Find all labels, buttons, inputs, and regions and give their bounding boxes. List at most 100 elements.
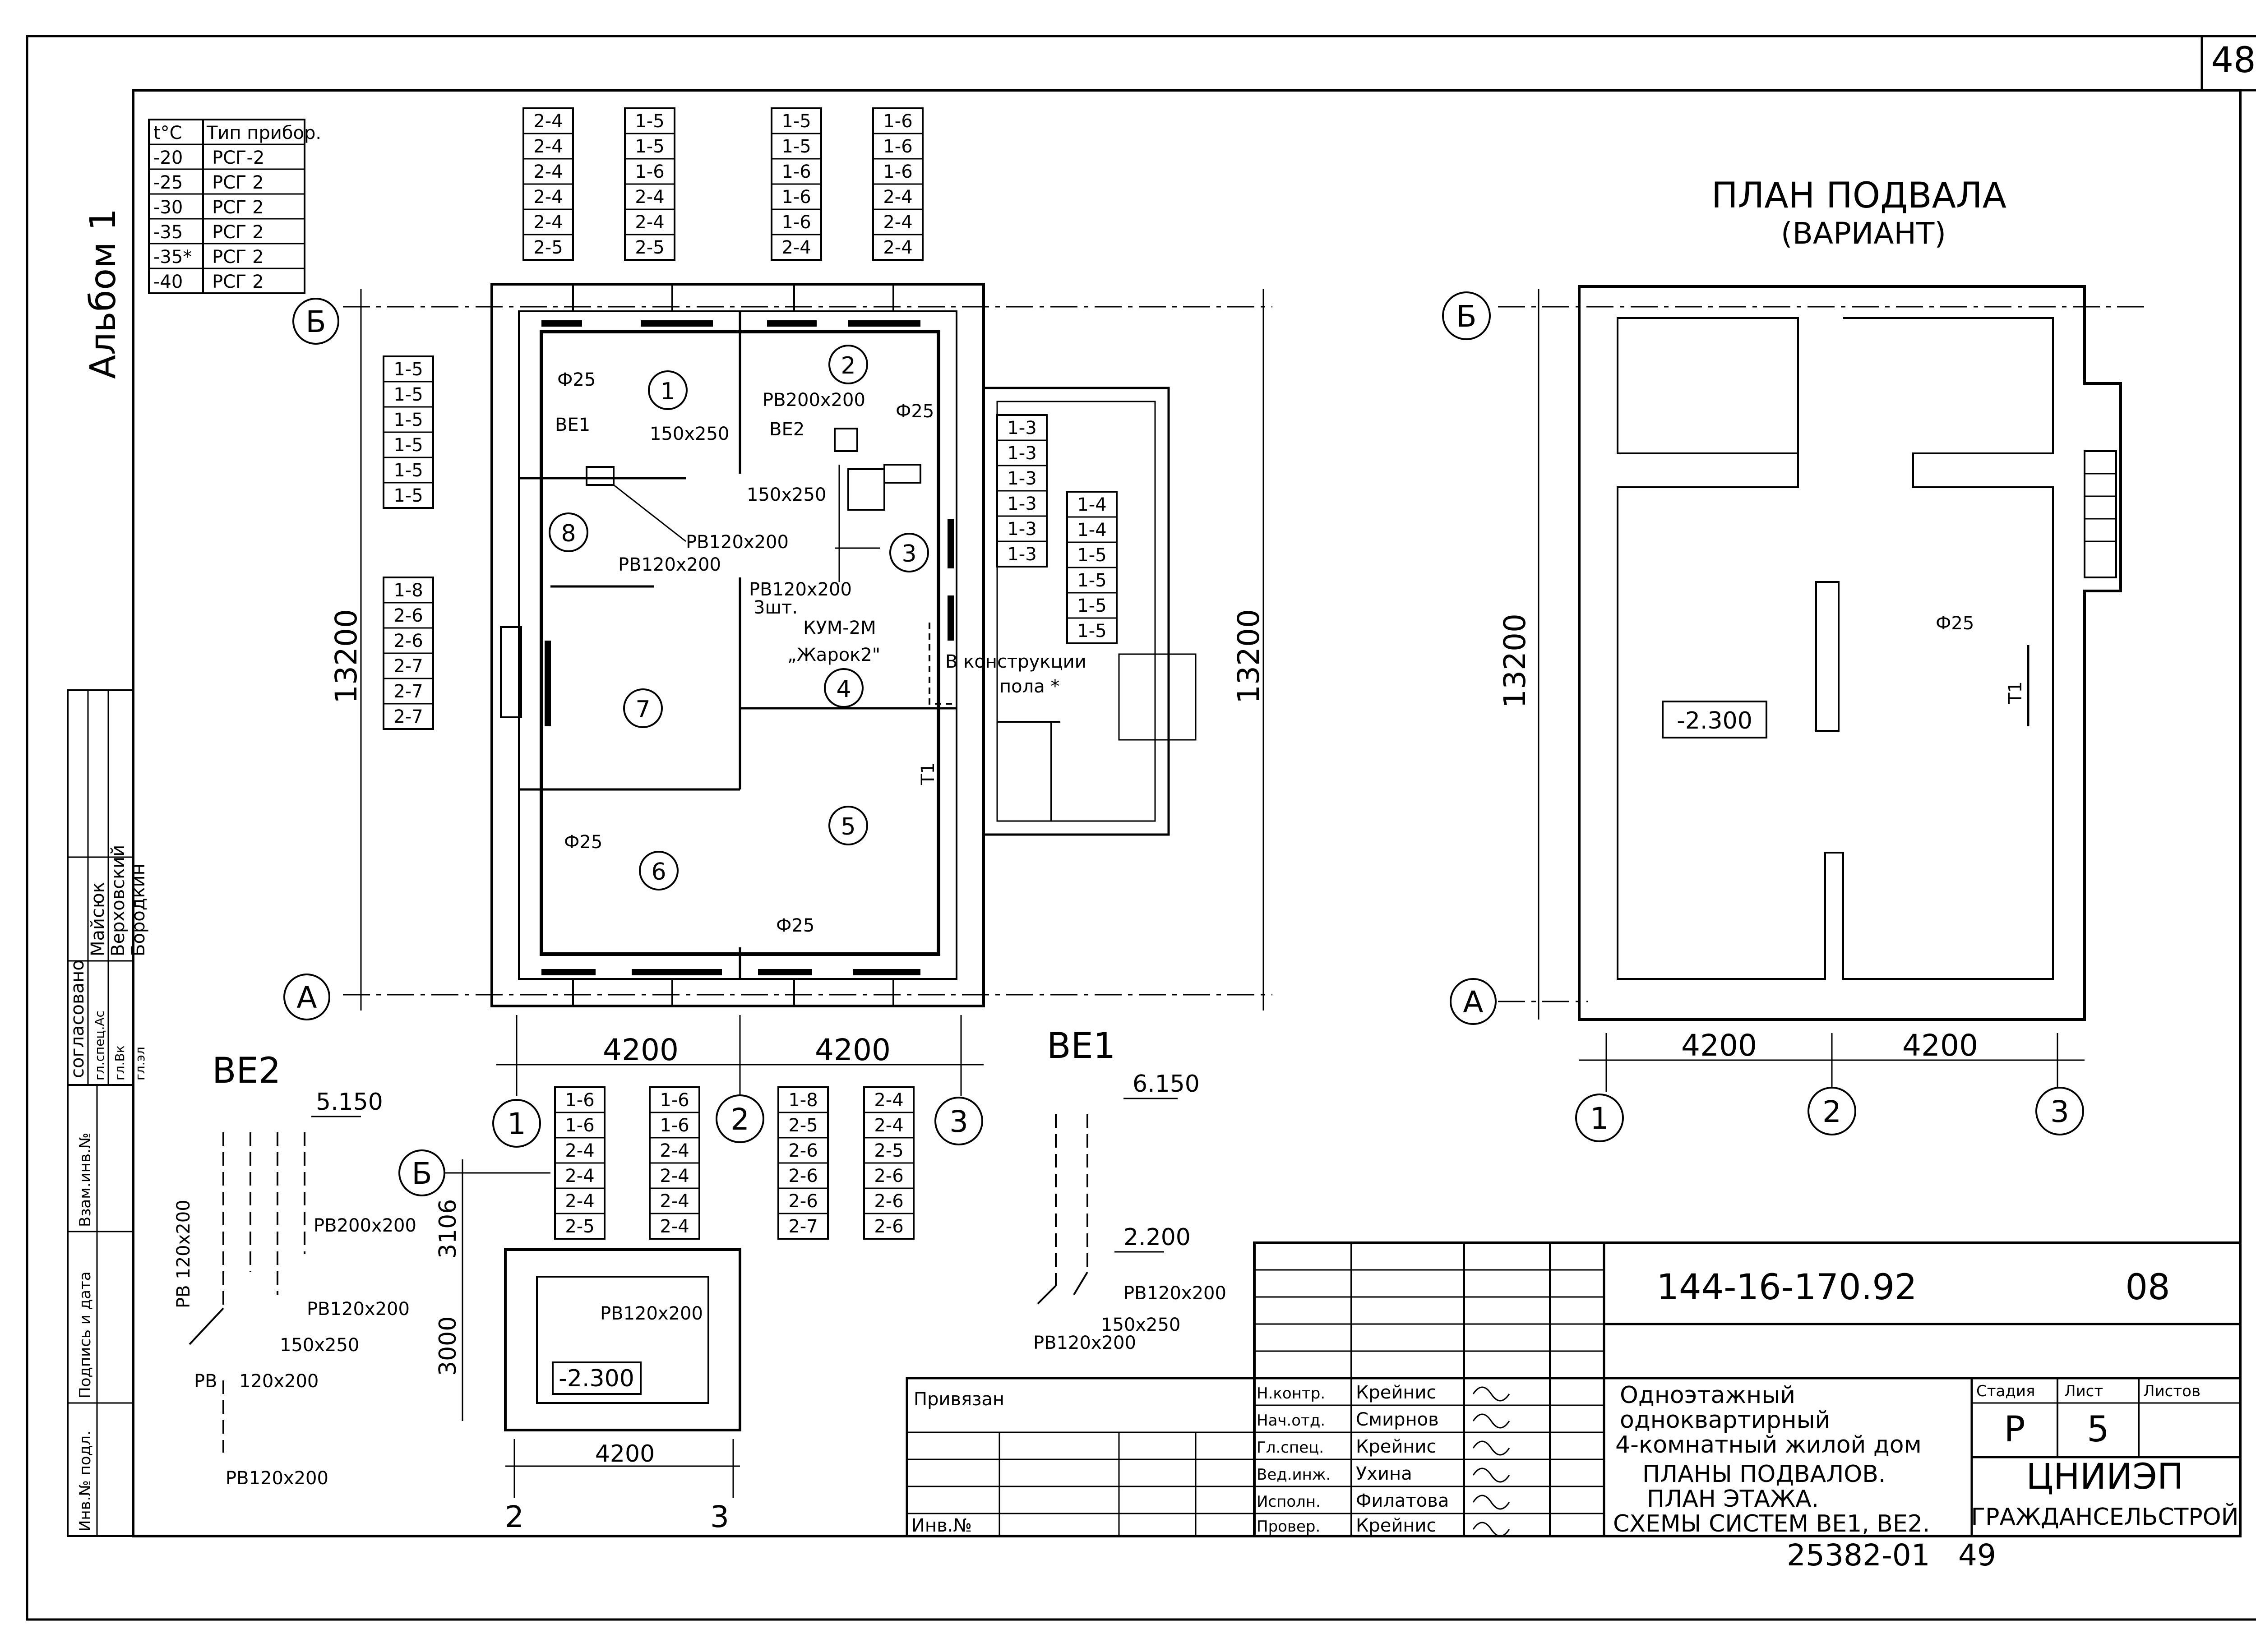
radiator-type-cell: 1-6	[883, 136, 912, 157]
radiator-type-cell: 1-5	[393, 435, 423, 456]
heating-pipe-loop	[540, 330, 940, 956]
scheme-be2-label: 150х250	[280, 1335, 359, 1356]
org-name: ГРАЖДАНСЕЛЬСТРОЙ	[1971, 1503, 2238, 1531]
radiator-type-cell: 1-6	[635, 162, 664, 182]
axis-bubble-b	[292, 298, 339, 345]
radiator-type-cell: 2-4	[883, 212, 912, 233]
basement-inner-outline	[1617, 317, 2054, 980]
radiator-type-cell: 2-4	[660, 1216, 689, 1237]
radiator-type-cell: 2-4	[565, 1166, 594, 1186]
heating-table-cell: -25	[153, 172, 183, 193]
duct	[1073, 1271, 1088, 1296]
radiator-type-cell: 1-3	[1007, 418, 1036, 438]
system-label-be1: ВЕ1	[555, 415, 590, 435]
stage-value: Р	[2004, 1409, 2025, 1450]
radiator-column: 2-42-42-42-42-42-5	[522, 107, 574, 261]
radiator-column: 1-61-62-42-42-42-5	[554, 1086, 606, 1240]
radiator-type-cell: 1-5	[635, 111, 664, 132]
radiator	[541, 969, 596, 975]
room-number-8: 8	[561, 520, 576, 547]
sheet-title: СХЕМЫ СИСТЕМ ВЕ1, ВЕ2.	[1613, 1510, 1930, 1537]
basement-riser-label: Т1	[2005, 681, 2026, 704]
album-label: Альбом 1	[83, 208, 124, 379]
room-number-4: 4	[836, 676, 851, 703]
axis-bubble-2	[716, 1094, 764, 1143]
axis-label-2: 2	[730, 1102, 749, 1137]
grille-label: 150х250	[650, 424, 729, 444]
basement-dim-height: 13200	[1498, 614, 1532, 708]
window	[572, 283, 673, 312]
grille-label: РВ120х200	[749, 579, 852, 600]
axis-label-b: Б	[305, 305, 326, 339]
scheme-be2-title: ВЕ2	[212, 1051, 281, 1091]
radiator-column: 1-51-51-51-51-51-5	[383, 355, 434, 509]
axis-label-a: А	[296, 980, 317, 1015]
radiator	[632, 969, 722, 975]
radiator-type-cell: 2-4	[533, 187, 563, 208]
room-bubble-3	[889, 533, 929, 572]
small-plan-level: -2.300	[559, 1365, 634, 1392]
floor-plan: Б А 1 2 3 4200 4200 13200 13200 1 2 3 4 …	[283, 283, 1272, 1148]
small-dim-b: 3000	[435, 1316, 462, 1376]
room-bubble-7	[623, 688, 663, 728]
radiator-type-cell: 2-4	[660, 1191, 689, 1212]
doc-suffix: 08	[2125, 1267, 2170, 1308]
radiator-column: 2-42-42-52-62-62-6	[863, 1086, 915, 1240]
radiator-type-cell: 2-4	[635, 187, 664, 208]
side-stamp-lower	[67, 1084, 134, 1537]
radiator-type-cell: 2-5	[533, 237, 563, 258]
person-name: Филатова	[1356, 1490, 1449, 1511]
dim-height-right: 13200	[1231, 609, 1266, 704]
radiator-column: 1-41-41-51-51-51-5	[1066, 491, 1118, 644]
heating-table-cell: -40	[153, 272, 183, 292]
radiator-type-cell: 1-3	[1007, 443, 1036, 464]
radiator-type-cell: 2-6	[788, 1166, 818, 1186]
radiator-type-cell: 2-6	[874, 1166, 903, 1186]
dim-span-2: 4200	[815, 1033, 891, 1067]
radiator-type-cell: 2-4	[565, 1140, 594, 1161]
radiator-type-cell: 2-4	[874, 1115, 903, 1136]
porch-steps	[1118, 653, 1197, 741]
level-box	[1662, 701, 1767, 738]
radiator-type-cell: 2-4	[874, 1090, 903, 1111]
inv-label: Инв.№	[911, 1515, 972, 1536]
person-name: Ухина	[1356, 1463, 1412, 1484]
role-label: Нач.отд.	[1257, 1412, 1325, 1430]
vent-block-be1	[586, 466, 615, 486]
note-label: пола *	[999, 676, 1059, 697]
basement-dim-span-1: 4200	[1681, 1028, 1757, 1063]
radiator-type-cell: 2-4	[533, 212, 563, 233]
role-label: Провер.	[1257, 1518, 1320, 1536]
axis-bubble-b-basement	[1442, 291, 1491, 340]
scheme-be2-label: РВ120х200	[226, 1468, 328, 1489]
equipment-label: КУМ-2М	[803, 618, 876, 638]
radiator-type-cell: 1-4	[1077, 520, 1106, 540]
house-outer-wall	[490, 283, 985, 1007]
side-stamp-name: Верховский	[108, 845, 129, 956]
sheet-title: ПЛАНЫ ПОДВАЛОВ.	[1642, 1461, 1886, 1488]
radiator-type-cell: 2-7	[393, 706, 423, 727]
heating-table-cell: РСГ 2	[212, 172, 264, 193]
radiator-type-cell: 2-4	[565, 1191, 594, 1212]
grille-label: РВ200х200	[763, 390, 865, 411]
vent-block	[883, 464, 921, 484]
radiator-type-cell: 2-5	[635, 237, 664, 258]
scheme-be2-elevation: 5.150	[316, 1089, 383, 1116]
radiator-column: 1-82-52-62-62-62-7	[777, 1086, 829, 1240]
room-bubble-5	[828, 806, 868, 845]
house-inner-wall	[518, 310, 957, 980]
radiator-column: 1-51-51-61-61-62-4	[771, 107, 822, 261]
person-name: Крейнис	[1356, 1382, 1437, 1403]
radiator-type-cell: 2-5	[874, 1140, 903, 1161]
veranda-inner	[996, 401, 1156, 822]
title-block: Привязан Инв.№ 144-16-170.92 08 Н.контр.…	[906, 1241, 2242, 1537]
scheme-be1-elevation-top: 6.150	[1133, 1071, 1200, 1098]
grille-label: РВ120х200	[618, 554, 721, 575]
radiator-type-cell: 1-6	[565, 1115, 594, 1136]
radiator	[853, 969, 920, 975]
role-label: Исполн.	[1257, 1493, 1321, 1511]
org-name: ЦНИИЭП	[2026, 1457, 2183, 1497]
room-number-5: 5	[841, 813, 855, 840]
room-bubble-4	[824, 668, 864, 708]
radiator-type-cell: 1-6	[883, 162, 912, 182]
